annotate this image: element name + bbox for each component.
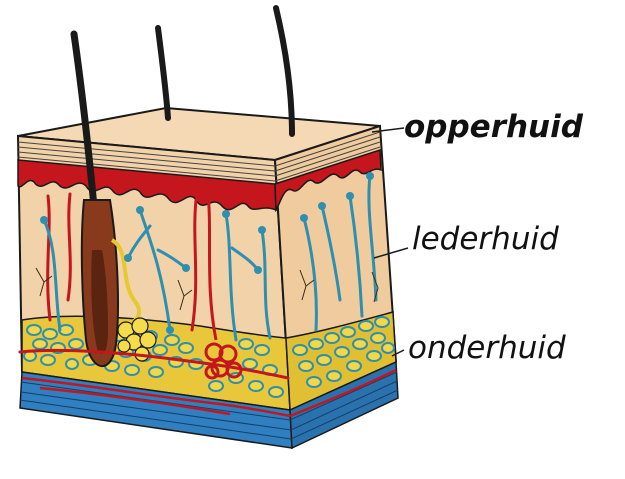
- label-opperhuid: opperhuid: [404, 112, 583, 143]
- label-lederhuid: lederhuid: [412, 224, 559, 255]
- label-onderhuid: onderhuid: [408, 333, 566, 364]
